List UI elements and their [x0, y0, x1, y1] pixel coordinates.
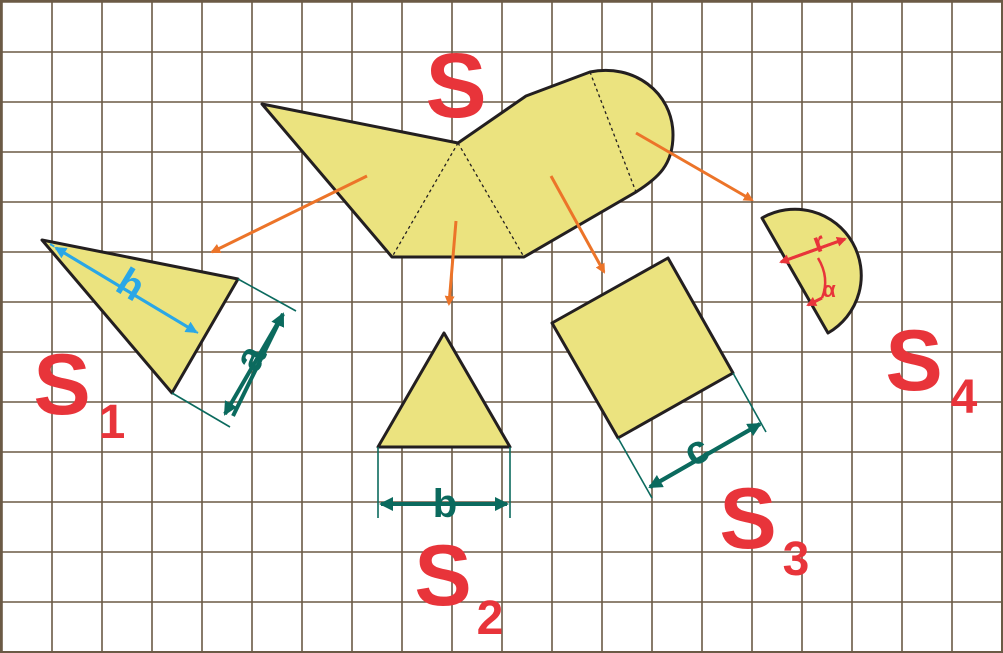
- triangle-s1: [40, 238, 240, 395]
- label-b: b: [433, 482, 457, 526]
- arrow-to-s2: [444, 220, 458, 306]
- s2-base-dimension: [377, 447, 511, 518]
- label-s1: S: [33, 337, 90, 433]
- decomposition-arrows: [210, 131, 754, 306]
- label-s2: S: [414, 528, 471, 624]
- s1-base-dimension: [171, 278, 297, 428]
- arrow-to-s1: [210, 174, 368, 254]
- label-s3: S: [719, 471, 776, 567]
- triangle-s2: [376, 331, 512, 449]
- label-s2-subscript: 2: [477, 592, 504, 645]
- arrow-to-s3: [549, 175, 606, 274]
- s1-height-dimension: [49, 243, 199, 334]
- s3-side-dimension: [617, 372, 767, 499]
- label-s3-subscript: 3: [783, 533, 810, 586]
- label-main-s: S: [425, 35, 486, 137]
- arrow-to-s4: [635, 131, 754, 202]
- square-s3: [550, 256, 735, 440]
- composite-dotted-lines: [391, 71, 637, 258]
- s4-radius-dimension: [779, 237, 847, 307]
- label-s4: S: [885, 313, 942, 409]
- label-s1-subscript: 1: [99, 396, 126, 449]
- label-alpha: α: [822, 277, 836, 302]
- label-s4-subscript: 4: [951, 371, 978, 424]
